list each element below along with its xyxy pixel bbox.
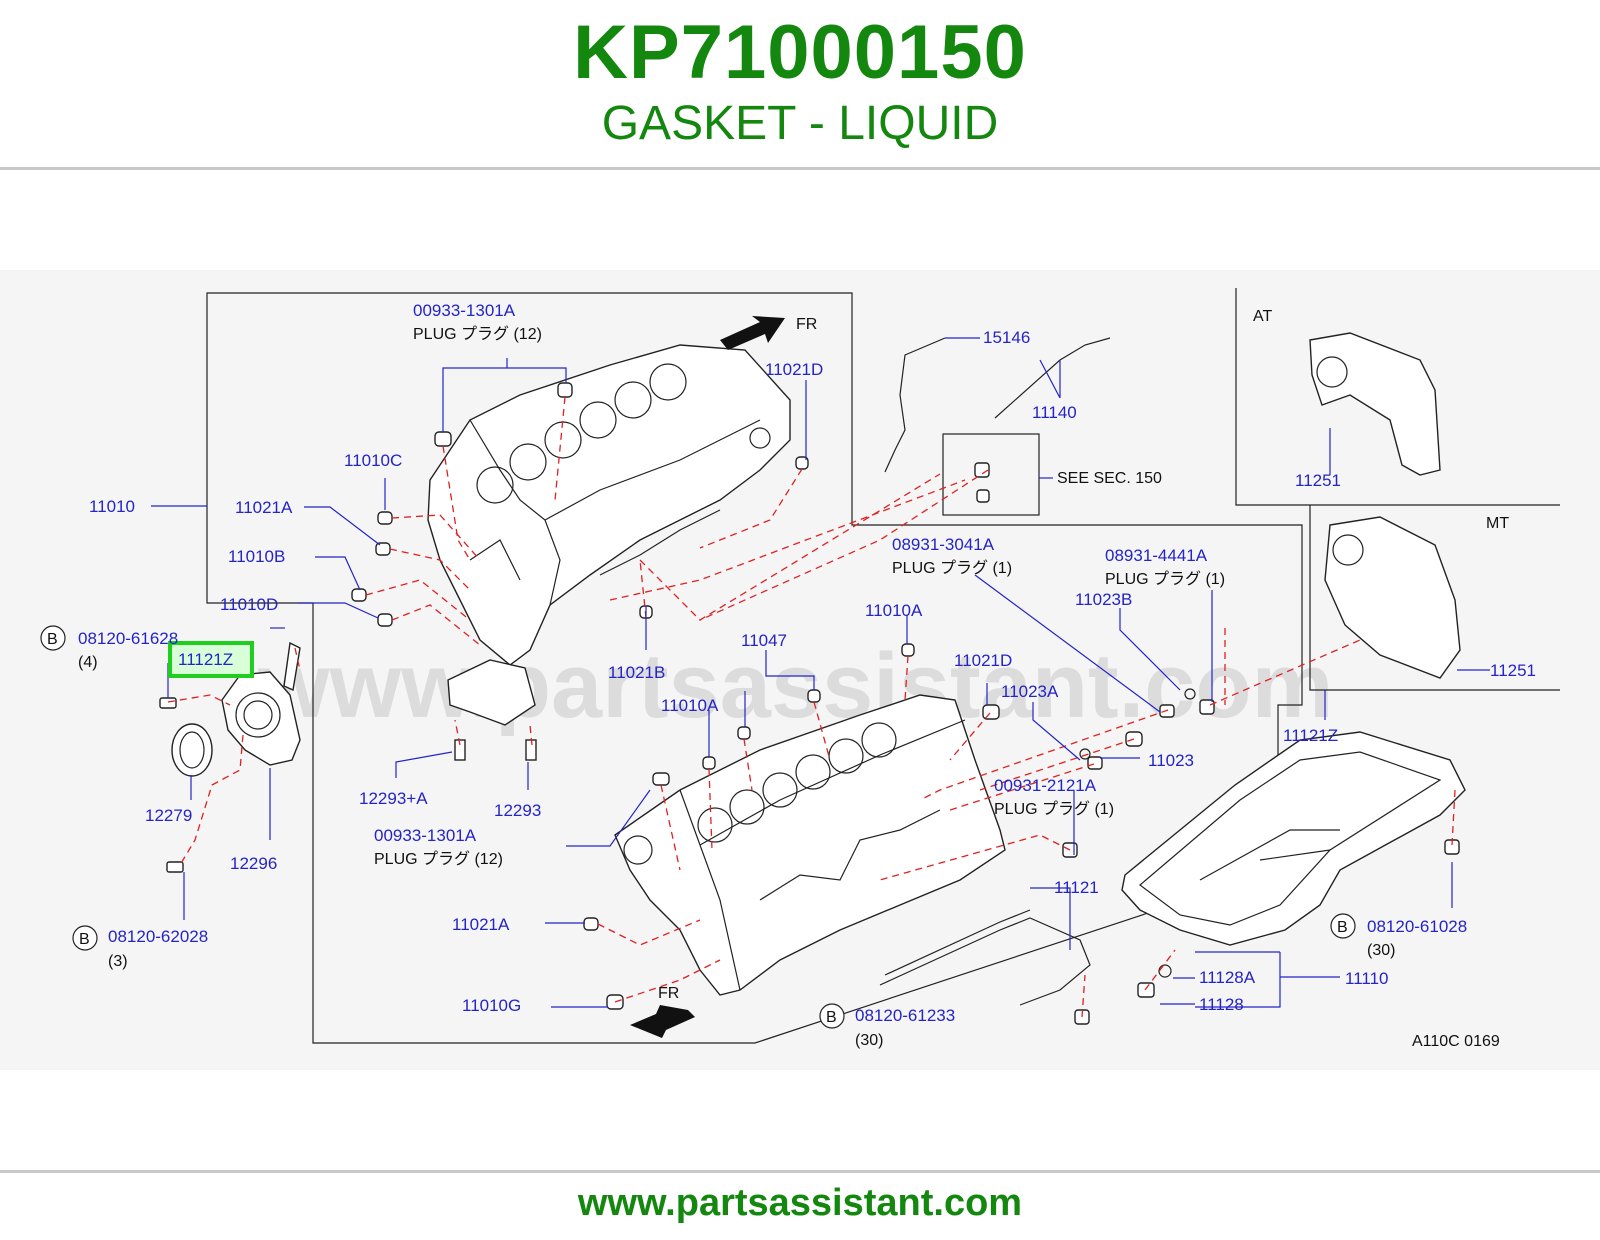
- callout-11010D[interactable]: 11010D: [220, 595, 278, 614]
- plug-label-3041A: PLUG プラグ (1): [892, 559, 1012, 577]
- callout-00933-1301A-upper[interactable]: 00933-1301A: [413, 301, 516, 320]
- callout-leader-lines: [151, 337, 1490, 1008]
- bolt-symbols: B B B B: [40, 625, 1356, 1029]
- callout-11047[interactable]: 11047: [741, 631, 787, 650]
- callout-11010C[interactable]: 11010C: [344, 451, 402, 470]
- callout-11110[interactable]: 11110: [1345, 969, 1389, 988]
- callout-12296[interactable]: 12296: [230, 854, 277, 873]
- plug-label-lower: PLUG プラグ (12): [374, 850, 503, 868]
- callout-11023B[interactable]: 11023B: [1075, 590, 1132, 609]
- callout-11251-mt[interactable]: 11251: [1490, 661, 1536, 680]
- callout-00933-1301A-lower[interactable]: 00933-1301A: [374, 826, 477, 845]
- fr-arrow-lower: [630, 1005, 695, 1038]
- footer-divider: [0, 1170, 1600, 1173]
- callout-11010A-lower[interactable]: 11010A: [661, 696, 719, 715]
- callout-08931-3041A[interactable]: 08931-3041A: [892, 535, 995, 554]
- cylinder-block-upper: [427, 344, 791, 666]
- fr-label-lower: FR: [658, 985, 679, 1002]
- callout-12293A[interactable]: 12293+A: [359, 789, 428, 808]
- callout-08120-62028[interactable]: 08120-62028: [108, 927, 208, 946]
- callout-08120-61028[interactable]: 08120-61028: [1367, 917, 1467, 936]
- at-drive-plate-cover: [1309, 332, 1441, 476]
- watermark-text: www.partsassistant.com: [257, 635, 1333, 737]
- callout-11128[interactable]: 11128: [1199, 995, 1244, 1014]
- callout-15146[interactable]: 15146: [983, 328, 1030, 347]
- callout-11021A-upper[interactable]: 11021A: [235, 498, 293, 517]
- qty-30-label-61028: (30): [1367, 942, 1395, 959]
- plug-label-2121A: PLUG プラグ (1): [994, 800, 1114, 818]
- callout-00931-2121A[interactable]: 00931-2121A: [994, 776, 1097, 795]
- assembly-relation-lines: [167, 396, 1456, 1018]
- footer-website-link[interactable]: www.partsassistant.com: [577, 1182, 1023, 1224]
- callout-08931-4441A[interactable]: 08931-4441A: [1105, 546, 1208, 565]
- bolt-symbol-61628: B: [47, 631, 58, 648]
- page-header: KP71000150 GASKET - LIQUID: [0, 0, 1600, 170]
- mt-section-outline: [1309, 505, 1560, 691]
- see-section-label: SEE SEC. 150: [1057, 470, 1162, 487]
- at-section-outline: [1235, 288, 1560, 506]
- callout-11010B[interactable]: 11010B: [228, 547, 285, 566]
- callout-11023A[interactable]: 11023A: [1001, 682, 1059, 701]
- section-mt-label: MT: [1486, 515, 1509, 532]
- fr-label-upper: FR: [796, 316, 817, 333]
- callout-11121Z-lower[interactable]: 11121Z: [1283, 726, 1338, 745]
- bolt-symbol-62028: B: [79, 931, 90, 948]
- callout-11010G[interactable]: 11010G: [462, 996, 521, 1015]
- fr-arrow-upper: [720, 316, 785, 350]
- callout-11021D-upper[interactable]: 11021D: [765, 360, 823, 379]
- qty-3-label: (3): [108, 953, 128, 970]
- callout-08120-61233[interactable]: 08120-61233: [855, 1006, 955, 1025]
- mt-rear-plate: [1324, 516, 1461, 679]
- part-number-title: KP71000150: [573, 10, 1027, 95]
- qty-30-label-61233: (30): [855, 1032, 883, 1049]
- oil-pan: [1121, 731, 1466, 946]
- front-cover-part: [447, 659, 536, 726]
- see-section-box: [942, 433, 1040, 516]
- callout-11021B[interactable]: 11021B: [608, 663, 665, 682]
- rear-oil-seal: [171, 723, 213, 777]
- bolt-symbol-61233: B: [826, 1009, 837, 1026]
- callout-11010A-upper[interactable]: 11010A: [865, 601, 923, 620]
- highlighted-part-box[interactable]: [168, 641, 254, 678]
- plug-label-4441A: PLUG プラグ (1): [1105, 570, 1225, 588]
- qty-4-label: (4): [78, 654, 98, 671]
- callout-08120-61628[interactable]: 08120-61628: [78, 629, 178, 648]
- callout-11021A-lower[interactable]: 11021A: [452, 915, 510, 934]
- callout-12279[interactable]: 12279: [145, 806, 192, 825]
- header-divider: [0, 167, 1600, 170]
- dipstick-guide: [884, 337, 946, 473]
- callout-11121[interactable]: 11121: [1054, 878, 1099, 897]
- rear-oil-seal-retainer: [221, 671, 301, 766]
- bolt-symbol-61028: B: [1337, 919, 1348, 936]
- callout-11140[interactable]: 11140: [1032, 403, 1077, 422]
- dipstick: [994, 337, 1111, 419]
- part-name-subtitle: GASKET - LIQUID: [601, 97, 999, 150]
- section-at-label: AT: [1253, 308, 1272, 325]
- exploded-view-svg: www.partsassistant.com: [40, 288, 1560, 1050]
- callout-11251-at[interactable]: 11251: [1295, 471, 1341, 490]
- oil-pan-gasket: [879, 917, 1091, 1006]
- callout-11023[interactable]: 11023: [1148, 751, 1194, 770]
- cylinder-block-lower: [614, 694, 1006, 996]
- callout-12293[interactable]: 12293: [494, 801, 541, 820]
- oil-pan-gasket-edge: [884, 909, 1031, 976]
- callout-11128A[interactable]: 11128A: [1199, 968, 1256, 987]
- callout-11010[interactable]: 11010: [89, 497, 135, 516]
- parts-diagram: www.partsassistant.com: [0, 270, 1600, 1070]
- callout-labels: 00933-1301A PLUG プラグ (12) FR 11021D 1514…: [78, 301, 1536, 1050]
- callout-11021D-lower[interactable]: 11021D: [954, 651, 1012, 670]
- callout-11121Z-highlighted[interactable]: 11121Z: [178, 650, 233, 669]
- plug-label-upper: PLUG プラグ (12): [413, 325, 542, 343]
- diagram-code: A110C 0169: [1412, 1033, 1500, 1050]
